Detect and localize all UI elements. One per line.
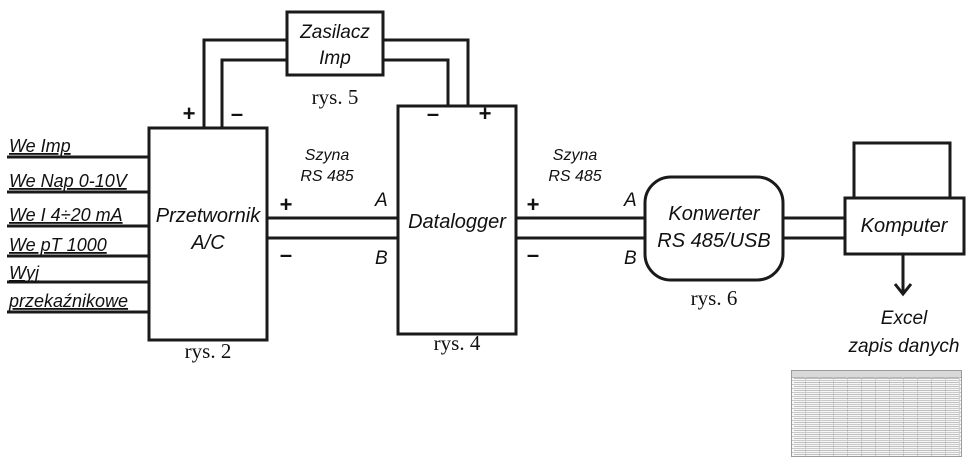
bus-label-1-line1: Szyna — [305, 147, 350, 164]
caption-rys2: rys. 2 — [185, 339, 232, 363]
bus-label-2-line2: RS 485 — [548, 168, 601, 185]
spreadsheet-thumbnail — [791, 370, 962, 457]
plus-sign-bus-1: + — [280, 192, 293, 217]
plus-sign-logger-power: + — [479, 101, 492, 126]
caption-rys6: rys. 6 — [691, 286, 738, 310]
power-supply-label-1: Zasilacz — [299, 22, 370, 43]
datalogger-label: Datalogger — [408, 211, 507, 233]
minus-sign-bus-1: – — [280, 242, 292, 267]
bus-label-1-line2: RS 485 — [300, 168, 353, 185]
spreadsheet-rows — [792, 378, 961, 456]
power-plus-wire-left — [204, 40, 287, 128]
input-label-voltage: We Nap 0-10V — [9, 171, 129, 191]
input-label-imp: We Imp — [9, 136, 71, 156]
line-b-label-1: B — [375, 248, 388, 269]
input-label-pt1000: We pT 1000 — [9, 235, 107, 255]
usb-converter-box — [645, 177, 783, 280]
converter-ac-label-1: Przetwornik — [156, 205, 261, 227]
bus-label-2-line1: Szyna — [553, 147, 598, 164]
computer-label: Komputer — [861, 215, 949, 237]
plus-sign-bus-2: + — [527, 192, 540, 217]
excel-sublabel: zapis danych — [848, 336, 960, 357]
input-label-relay-2: przekaźnikowe — [8, 291, 128, 311]
minus-sign-logger-power: – — [427, 101, 439, 126]
monitor-shape — [854, 143, 950, 198]
minus-sign-converter-power: – — [231, 101, 243, 126]
power-minus-wire-right — [383, 60, 448, 106]
plus-sign-converter-power: + — [183, 101, 196, 126]
usb-converter-label-1: Konwerter — [668, 203, 760, 225]
line-b-label-2: B — [624, 248, 637, 269]
power-plus-wire-right — [383, 40, 468, 106]
converter-ac-label-2: A/C — [190, 232, 225, 254]
caption-rys4: rys. 4 — [434, 331, 481, 355]
caption-rys5: rys. 5 — [312, 85, 359, 109]
power-supply-label-2: Imp — [319, 48, 351, 69]
minus-sign-bus-2: – — [527, 242, 539, 267]
input-label-relay: Wyj — [9, 263, 40, 283]
excel-label: Excel — [881, 308, 928, 329]
input-label-current: We I 4÷20 mA — [9, 205, 123, 225]
usb-converter-label-2: RS 485/USB — [657, 230, 770, 252]
line-a-label-1: A — [374, 190, 388, 211]
line-a-label-2: A — [623, 190, 637, 211]
